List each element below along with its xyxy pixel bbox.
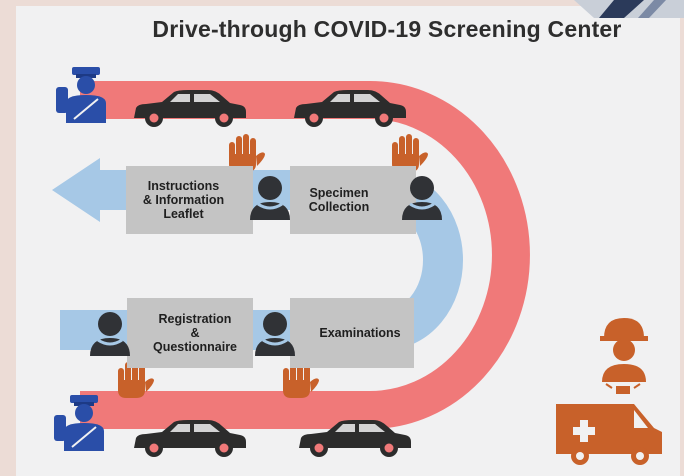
station-registration-label: Registration & Questionnaire <box>152 312 238 354</box>
station-examinations: Examinations <box>290 298 414 368</box>
station-instructions-label: Instructions & Information Leaflet <box>142 179 225 221</box>
station-instructions: Instructions & Information Leaflet <box>126 166 253 234</box>
page-title: Drive-through COVID-19 Screening Center <box>152 16 622 42</box>
road-u-shape <box>80 81 530 429</box>
station-specimen: Specimen Collection <box>290 166 416 234</box>
exit-arrow-icon <box>52 158 100 222</box>
station-specimen-label: Specimen Collection <box>308 186 370 214</box>
ambulance-icon <box>556 383 662 465</box>
station-examinations-label: Examinations <box>319 326 401 340</box>
paramedic-icon <box>600 318 648 382</box>
corner-decoration <box>574 0 684 18</box>
station-registration: Registration & Questionnaire <box>127 298 253 368</box>
